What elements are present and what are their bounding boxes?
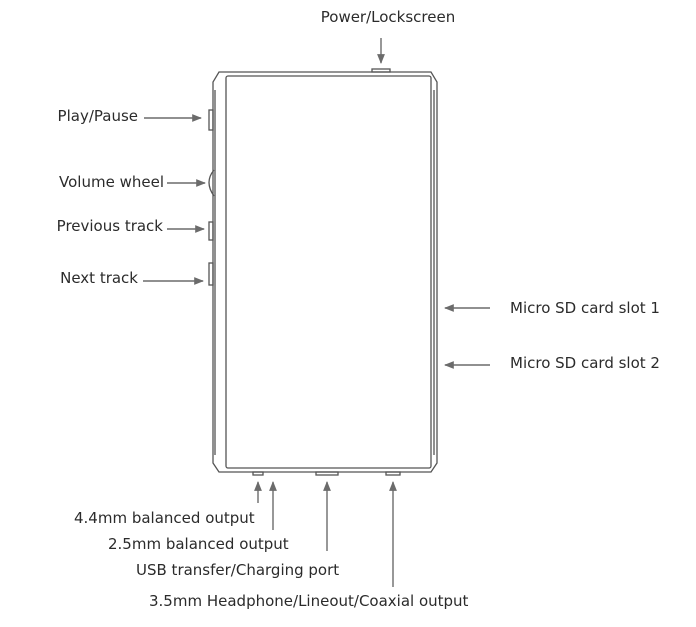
label-previous-track: Previous track — [57, 217, 164, 235]
label-headphone-35: 3.5mm Headphone/Lineout/Coaxial output — [149, 592, 469, 610]
volume-wheel — [208, 169, 215, 197]
port-usb — [315, 471, 339, 476]
label-volume-wheel: Volume wheel — [59, 173, 164, 191]
label-balanced-25: 2.5mm balanced output — [108, 535, 289, 553]
device-outline — [212, 71, 438, 473]
device-screen — [225, 75, 432, 469]
label-sd-slot-2: Micro SD card slot 2 — [510, 354, 660, 372]
label-play-pause: Play/Pause — [58, 107, 138, 125]
device-body — [208, 68, 438, 476]
label-usb-port: USB transfer/Charging port — [136, 561, 339, 579]
label-balanced-44: 4.4mm balanced output — [74, 509, 255, 527]
label-next-track: Next track — [60, 269, 138, 287]
previous-track-button — [208, 221, 214, 241]
port-35mm — [385, 471, 401, 476]
power-button — [371, 68, 391, 73]
next-track-button — [208, 262, 214, 286]
port-44mm — [252, 471, 264, 476]
play-pause-button — [208, 109, 214, 131]
label-power: Power/Lockscreen — [321, 8, 455, 26]
label-sd-slot-1: Micro SD card slot 1 — [510, 299, 660, 317]
